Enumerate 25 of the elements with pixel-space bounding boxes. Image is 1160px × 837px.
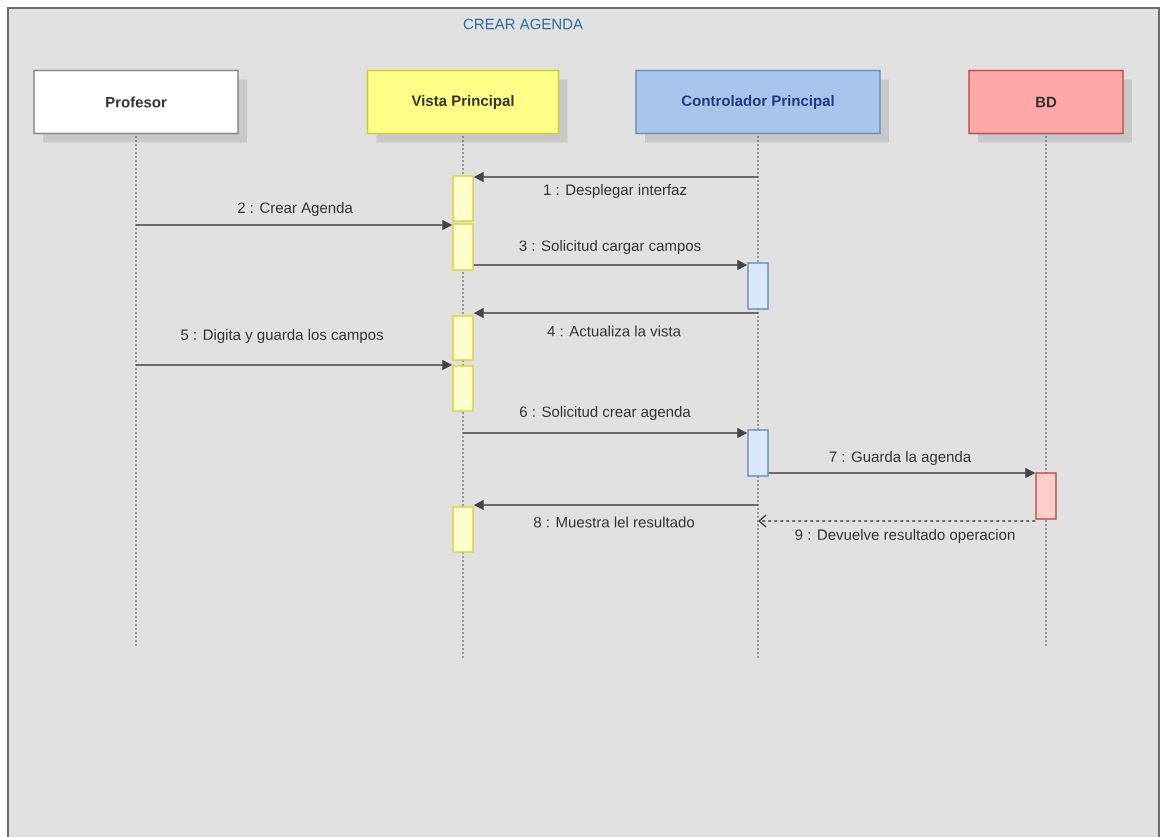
participant-box: Profesor bbox=[33, 69, 247, 143]
participant-box: Controlador Principal bbox=[635, 69, 889, 143]
activation-bar bbox=[747, 429, 769, 477]
lifeline bbox=[135, 135, 137, 649]
participant-box: BD bbox=[968, 69, 1132, 143]
activation-bar bbox=[452, 365, 474, 412]
activation-bar bbox=[452, 315, 474, 361]
edge-label: 9 : Devuelve resultado operacion bbox=[793, 528, 1017, 544]
message-arrow bbox=[758, 514, 1036, 528]
lifeline bbox=[1045, 135, 1047, 649]
frame-title: CREAR AGENDA bbox=[463, 18, 583, 30]
edge-label: 5 : Digita y guarda los campos bbox=[179, 328, 385, 344]
activation-bar bbox=[1035, 472, 1057, 520]
edge-label: 4 : Actualiza la vista bbox=[546, 324, 682, 338]
edge-label: 8 : Muestra lel resultado bbox=[532, 515, 696, 529]
edge-label: 3 : Solicitud cargar campos bbox=[517, 239, 703, 255]
edge-label: 1 : Desplegar interfaz bbox=[542, 183, 688, 199]
activation-bar bbox=[452, 506, 474, 553]
edge-label: 2 : Crear Agenda bbox=[236, 201, 354, 217]
activation-bar bbox=[452, 223, 474, 271]
edge-label: 6 : Solicitud crear agenda bbox=[518, 405, 692, 421]
activation-bar bbox=[747, 262, 769, 310]
activation-bar bbox=[452, 175, 474, 222]
edge-label: 7 : Guarda la agenda bbox=[827, 450, 973, 466]
participant-box: Vista Principal bbox=[366, 69, 568, 143]
